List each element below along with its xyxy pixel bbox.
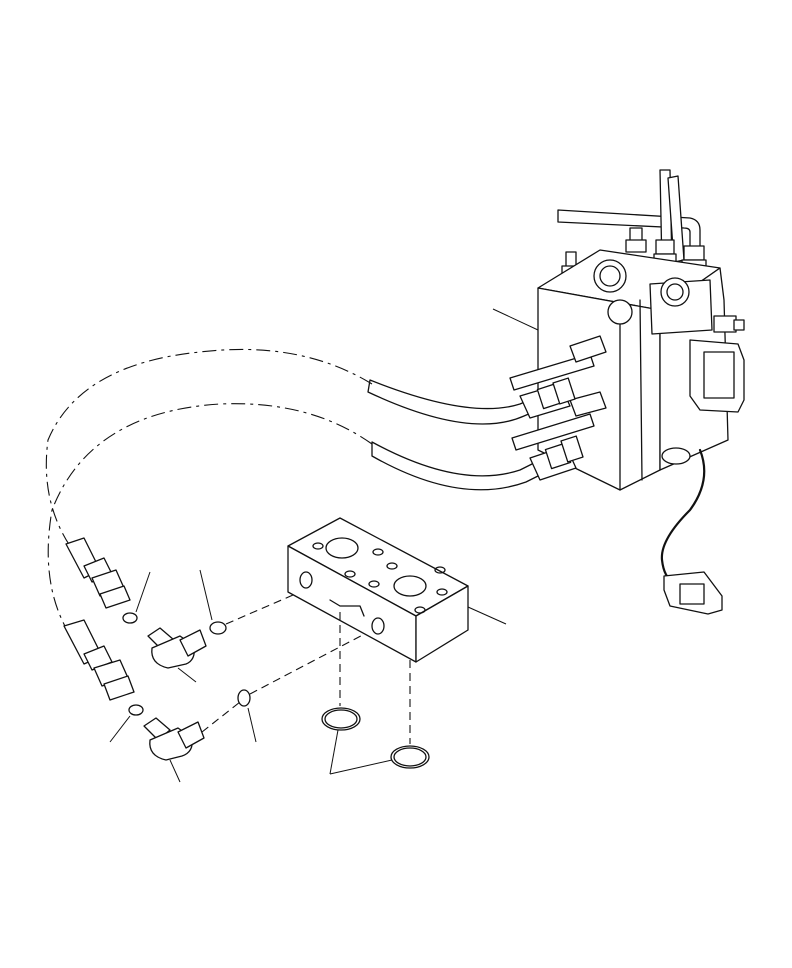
valve-block [537,249,745,491]
control-valve-assembly [509,169,745,615]
align-line-upper [225,591,301,625]
o-ring-bottom-a [321,707,361,731]
leader-o-ring-lower [109,715,131,743]
o-ring-bottom-a-inner [324,709,358,729]
leader-elbow-lower [169,759,181,783]
leader-elbow-upper [177,667,197,683]
leader-manifold [467,606,507,625]
supply-pipe [557,169,701,269]
hose-end-upper [65,537,131,609]
leader-bottom-b [329,759,393,775]
o-ring-elbow-lower [237,689,251,707]
o-ring-bottom-b [390,745,430,769]
manifold-block [287,517,469,663]
o-ring-hose-upper [122,612,138,624]
hose-path-upper [45,348,373,547]
leader-o-ring-elbow-upper [199,569,213,621]
leader-o-ring-elbow-lower [247,707,257,743]
leader-valve [492,308,539,331]
electrical-connector [660,448,723,615]
o-ring-bottom-b-inner [393,747,427,767]
leader-bottom-a [329,729,339,775]
elbow-fitting-lower [143,717,205,761]
elbow-fitting-upper [147,627,207,669]
leader-o-ring-upper [135,571,151,613]
hose-end-lower [63,619,135,701]
hose-lower [371,435,584,491]
align-line-lower-a [201,701,241,733]
align-line-lower-b [249,627,377,695]
hose-upper [367,377,576,425]
o-ring-hose-lower [128,704,144,716]
o-ring-elbow-upper [209,621,227,635]
side-port-fittings [509,335,607,451]
